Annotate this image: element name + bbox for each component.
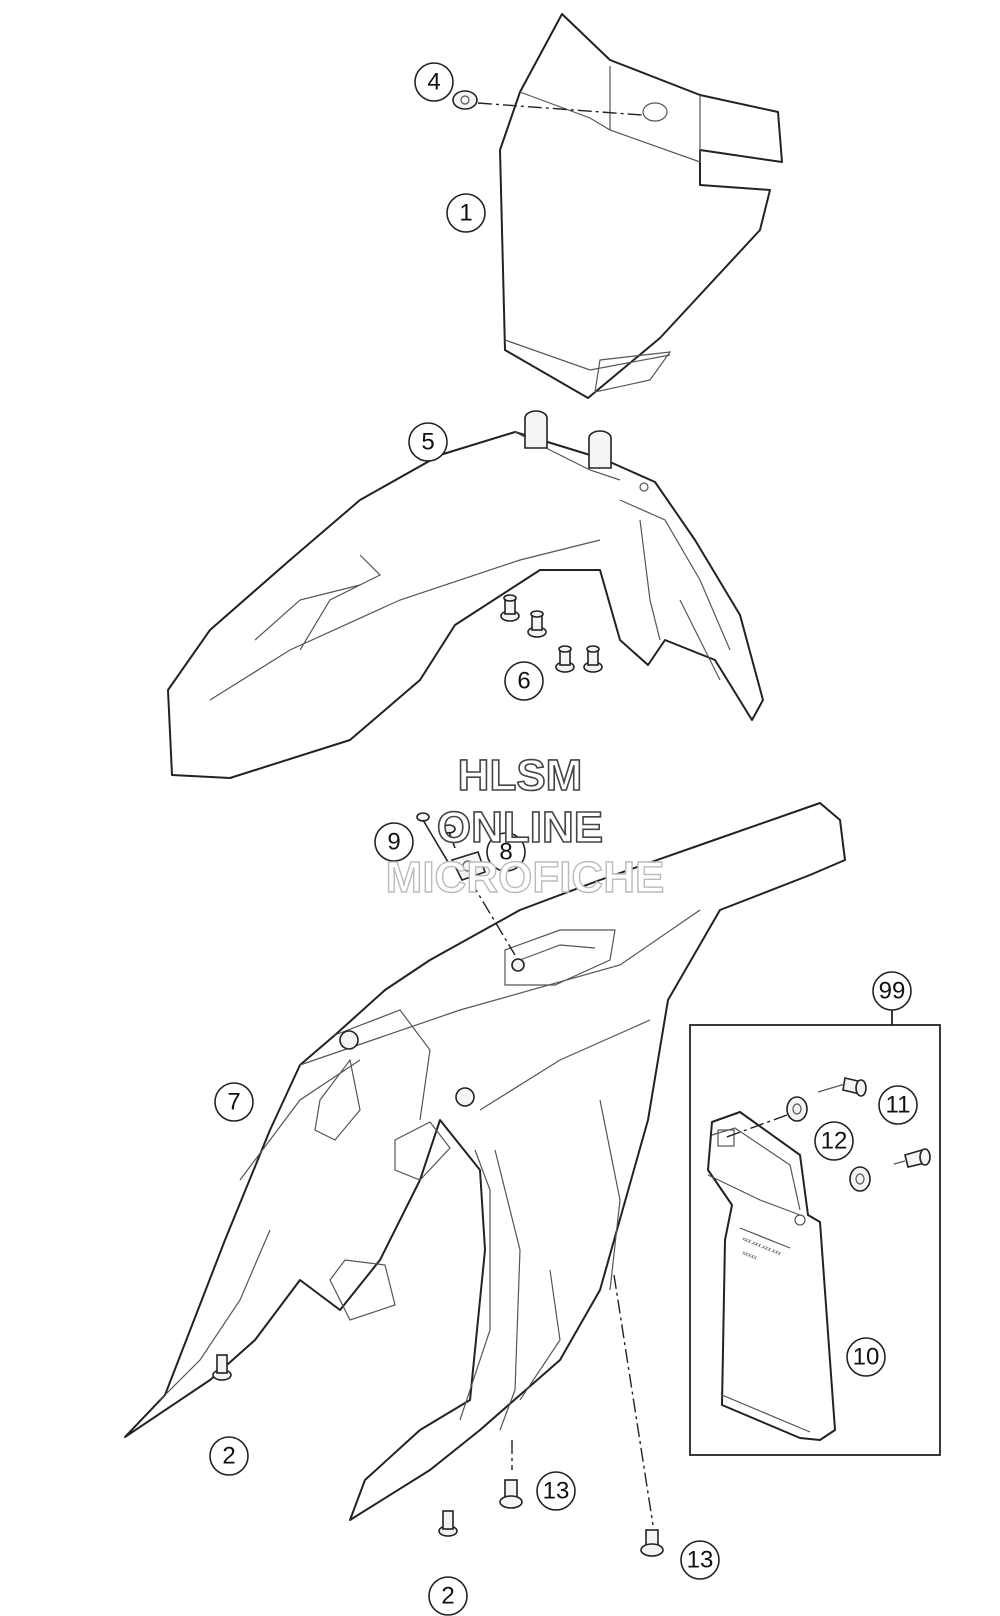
- svg-text:2: 2: [222, 1443, 235, 1470]
- flap-label-text-2: xxxxx: [741, 1250, 757, 1261]
- fender-screws: [500, 594, 603, 673]
- svg-text:6: 6: [517, 668, 530, 695]
- svg-text:9: 9: [387, 829, 400, 856]
- callout-5: 5: [408, 422, 448, 462]
- washer: [786, 1096, 808, 1122]
- callout-4: 4: [414, 62, 454, 102]
- callout-1: 1: [446, 193, 486, 233]
- leader-12: [723, 1114, 788, 1139]
- nut: [452, 90, 478, 110]
- callout-10: 10: [846, 1337, 886, 1377]
- mud-flap: xxx.xxx.xxx.xxx xxxxx: [707, 1111, 836, 1441]
- svg-text:4: 4: [427, 69, 440, 96]
- svg-text:13: 13: [687, 1547, 714, 1574]
- callout-99: 99: [872, 971, 912, 1011]
- callout-2: 2: [428, 1576, 468, 1616]
- flap-screw: [893, 1148, 931, 1168]
- headlight-mask: [499, 13, 783, 399]
- watermark: HLSM ONLINE MICROFICHE: [385, 750, 665, 903]
- svg-text:12: 12: [821, 1128, 848, 1155]
- kit-box: [689, 1024, 941, 1456]
- watermark-line-3: MICROFICHE: [386, 853, 665, 902]
- watermark-line-1: HLSM: [458, 751, 583, 800]
- rear-fender: [124, 802, 846, 1521]
- small-screw: [442, 824, 456, 849]
- front-fender: [167, 410, 764, 779]
- watermark-line-2: ONLINE: [437, 803, 603, 852]
- svg-text:8: 8: [499, 839, 512, 866]
- svg-text:99: 99: [879, 978, 906, 1005]
- svg-text:10: 10: [853, 1344, 880, 1371]
- leader-clamp: [469, 879, 516, 956]
- cable-clamp: [450, 851, 487, 881]
- rivet: [438, 1510, 458, 1537]
- svg-text:11: 11: [886, 1092, 911, 1119]
- callout-2: 2: [209, 1436, 249, 1476]
- bolt: [416, 812, 449, 863]
- leader-4: [477, 102, 643, 116]
- svg-text:5: 5: [421, 429, 434, 456]
- callout-8: 8: [486, 832, 526, 872]
- callout-13: 13: [536, 1471, 576, 1511]
- svg-text:2: 2: [441, 1583, 454, 1610]
- callout-11: 11: [878, 1085, 918, 1125]
- callout-9: 9: [374, 822, 414, 862]
- flap-screw: [817, 1077, 867, 1097]
- callout-6: 6: [504, 661, 544, 701]
- callout-7: 7: [214, 1082, 254, 1122]
- rivet: [212, 1354, 232, 1381]
- svg-text:7: 7: [227, 1089, 240, 1116]
- callout-13: 13: [680, 1540, 720, 1580]
- leader-13: [613, 1274, 654, 1526]
- svg-text:1: 1: [459, 200, 472, 227]
- callout-12: 12: [814, 1121, 854, 1161]
- svg-text:13: 13: [543, 1478, 570, 1505]
- washer: [849, 1166, 871, 1192]
- rivet-13: [499, 1479, 523, 1509]
- rivet-13: [640, 1529, 664, 1557]
